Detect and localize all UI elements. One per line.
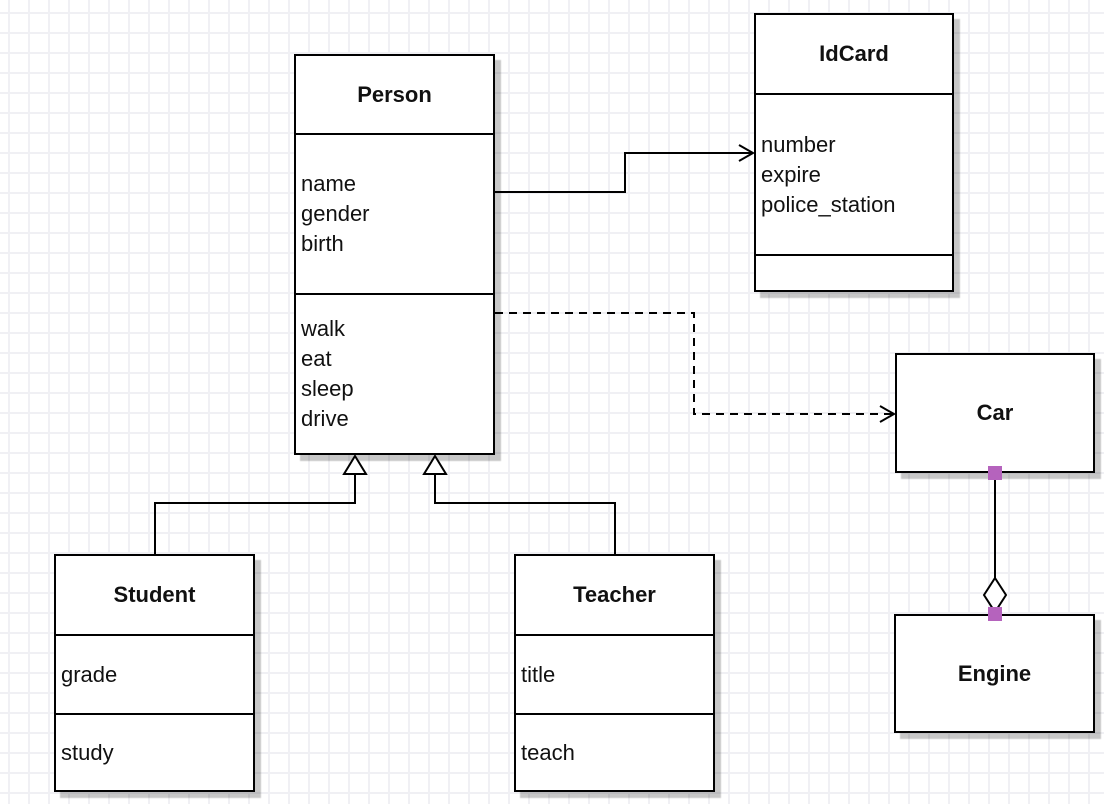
uml-class-student[interactable]: Student grade study <box>54 554 255 792</box>
method: drive <box>301 406 349 431</box>
attribute: number <box>761 131 836 157</box>
attributes-section: number expire police_station <box>756 93 952 254</box>
method: study <box>61 739 114 765</box>
methods-section: walk eat sleep drive <box>296 293 493 453</box>
attribute: police_station <box>761 191 896 217</box>
dependency-person-car[interactable] <box>495 312 892 415</box>
methods-section: teach <box>516 713 713 790</box>
class-title: Student <box>113 582 196 607</box>
attributes-section: grade <box>56 634 253 713</box>
attribute: name <box>301 171 357 196</box>
generalization-teacher-person[interactable] <box>434 474 616 554</box>
generalization-student-person[interactable] <box>154 474 356 554</box>
methods-section <box>756 254 952 290</box>
uml-class-teacher[interactable]: Teacher title teach <box>514 554 715 792</box>
class-title: Engine <box>957 660 1032 686</box>
method: walk <box>301 316 346 341</box>
attributes-section: name gender birth <box>296 133 493 293</box>
uml-class-person[interactable]: Person name gender birth walk eat sleep … <box>294 54 495 455</box>
method: teach <box>521 739 575 765</box>
aggregation-diamond-icon <box>982 576 1008 614</box>
attribute: title <box>521 661 556 687</box>
class-title: Car <box>976 400 1014 425</box>
attribute: birth <box>301 231 344 256</box>
uml-class-car[interactable]: Car <box>895 353 1095 473</box>
generalization-triangle-icon <box>342 454 368 475</box>
method: sleep <box>301 376 354 401</box>
uml-class-idcard[interactable]: IdCard number expire police_station <box>754 13 954 292</box>
uml-class-engine[interactable]: Engine <box>894 614 1095 733</box>
association-person-idcard[interactable] <box>495 152 751 193</box>
method: eat <box>301 346 332 371</box>
class-title: Teacher <box>573 582 656 607</box>
class-title: IdCard <box>819 41 889 66</box>
attribute: gender <box>301 201 370 226</box>
class-title: Person <box>357 81 432 107</box>
attribute: grade <box>61 661 118 687</box>
attribute: expire <box>761 161 821 187</box>
methods-section: study <box>56 713 253 790</box>
generalization-triangle-icon <box>422 454 448 475</box>
attributes-section: title <box>516 634 713 713</box>
